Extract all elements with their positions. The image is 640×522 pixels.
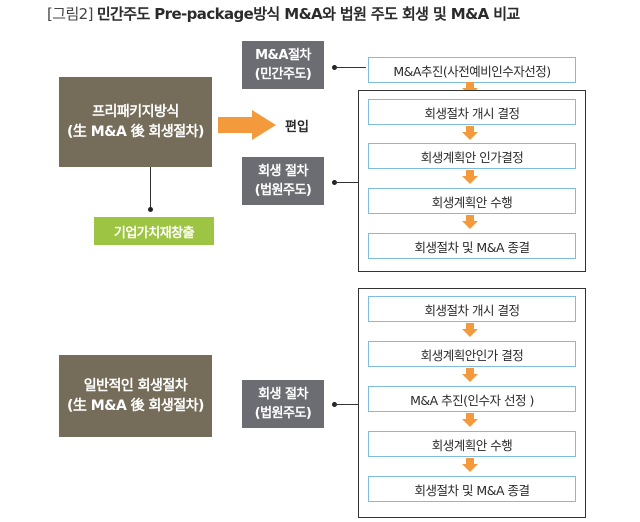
bottom-step-3: M&A 추진(인수자 선정 ) (368, 386, 576, 412)
bottom-step-1: 회생절차 개시 결정 (368, 296, 576, 322)
top-step-1: 회생절차 개시 결정 (368, 99, 576, 125)
general-rehab-line2: (生 M&A 後 회생절차) (67, 398, 204, 414)
down-arrow-icon (462, 126, 478, 140)
figure-title-text: 민간주도 Pre-package방식 M&A와 법원 주도 회생 및 M&A 비… (96, 5, 520, 23)
court-procedure-box-bottom: 회생 절차 (법원주도) (242, 380, 324, 428)
down-arrow-icon (462, 413, 478, 427)
prepackage-method-box: 프리패키지방식 (生 M&A 後 회생절차) (59, 77, 212, 167)
top-step-4: 회생절차 및 M&A 종결 (368, 233, 576, 259)
insert-arrow-icon (218, 110, 276, 140)
prepackage-method-line1: 프리패키지방식 (92, 104, 179, 120)
figure-tag: [그림2] (47, 5, 93, 23)
top-step-3: 회생계획안 수행 (368, 188, 576, 214)
ma-procedure-box: M&A절차 (민간주도) (242, 41, 324, 89)
court-procedure-bottom-line2: (법원주도) (254, 406, 312, 421)
general-rehab-box: 일반적인 회생절차 (生 M&A 後 회생절차) (59, 355, 212, 437)
down-arrow-icon (462, 215, 478, 229)
court-procedure-top-line1: 회생 절차 (258, 164, 308, 179)
court-procedure-top-line2: (법원주도) (254, 183, 312, 198)
ma-procedure-line2: (민간주도) (254, 67, 312, 82)
ma-promotion-step: M&A추진(사전예비인수자선정) (368, 57, 576, 83)
ma-connector-line (334, 67, 366, 68)
top-step-2: 회생계획안 인가결정 (368, 143, 576, 169)
down-arrow-icon (462, 458, 478, 472)
court-top-connector-line (334, 182, 358, 183)
prepackage-method-line2: (生 M&A 後 회생절차) (67, 124, 204, 140)
bottom-step-5: 회생절차 및 M&A 종결 (368, 476, 576, 502)
figure-title: [그림2]민간주도 Pre-package방식 M&A와 법원 주도 회생 및 … (47, 3, 637, 25)
insert-label: 편입 (285, 120, 309, 135)
general-rehab-line1: 일반적인 회생절차 (83, 378, 188, 394)
connector-dot (148, 207, 153, 212)
value-recreation-box: 기업가치재창출 (94, 217, 214, 245)
bottom-step-2: 회생계획안인가 결정 (368, 341, 576, 367)
down-arrow-icon (462, 170, 478, 184)
connector-line (150, 167, 151, 210)
court-procedure-bottom-line1: 회생 절차 (258, 387, 308, 402)
down-arrow-icon (462, 323, 478, 337)
down-arrow-icon (462, 368, 478, 382)
court-bottom-connector-line (334, 404, 358, 405)
bottom-step-4: 회생계획안 수행 (368, 431, 576, 457)
ma-procedure-line1: M&A절차 (255, 48, 311, 63)
court-procedure-box-top: 회생 절차 (법원주도) (242, 157, 324, 205)
